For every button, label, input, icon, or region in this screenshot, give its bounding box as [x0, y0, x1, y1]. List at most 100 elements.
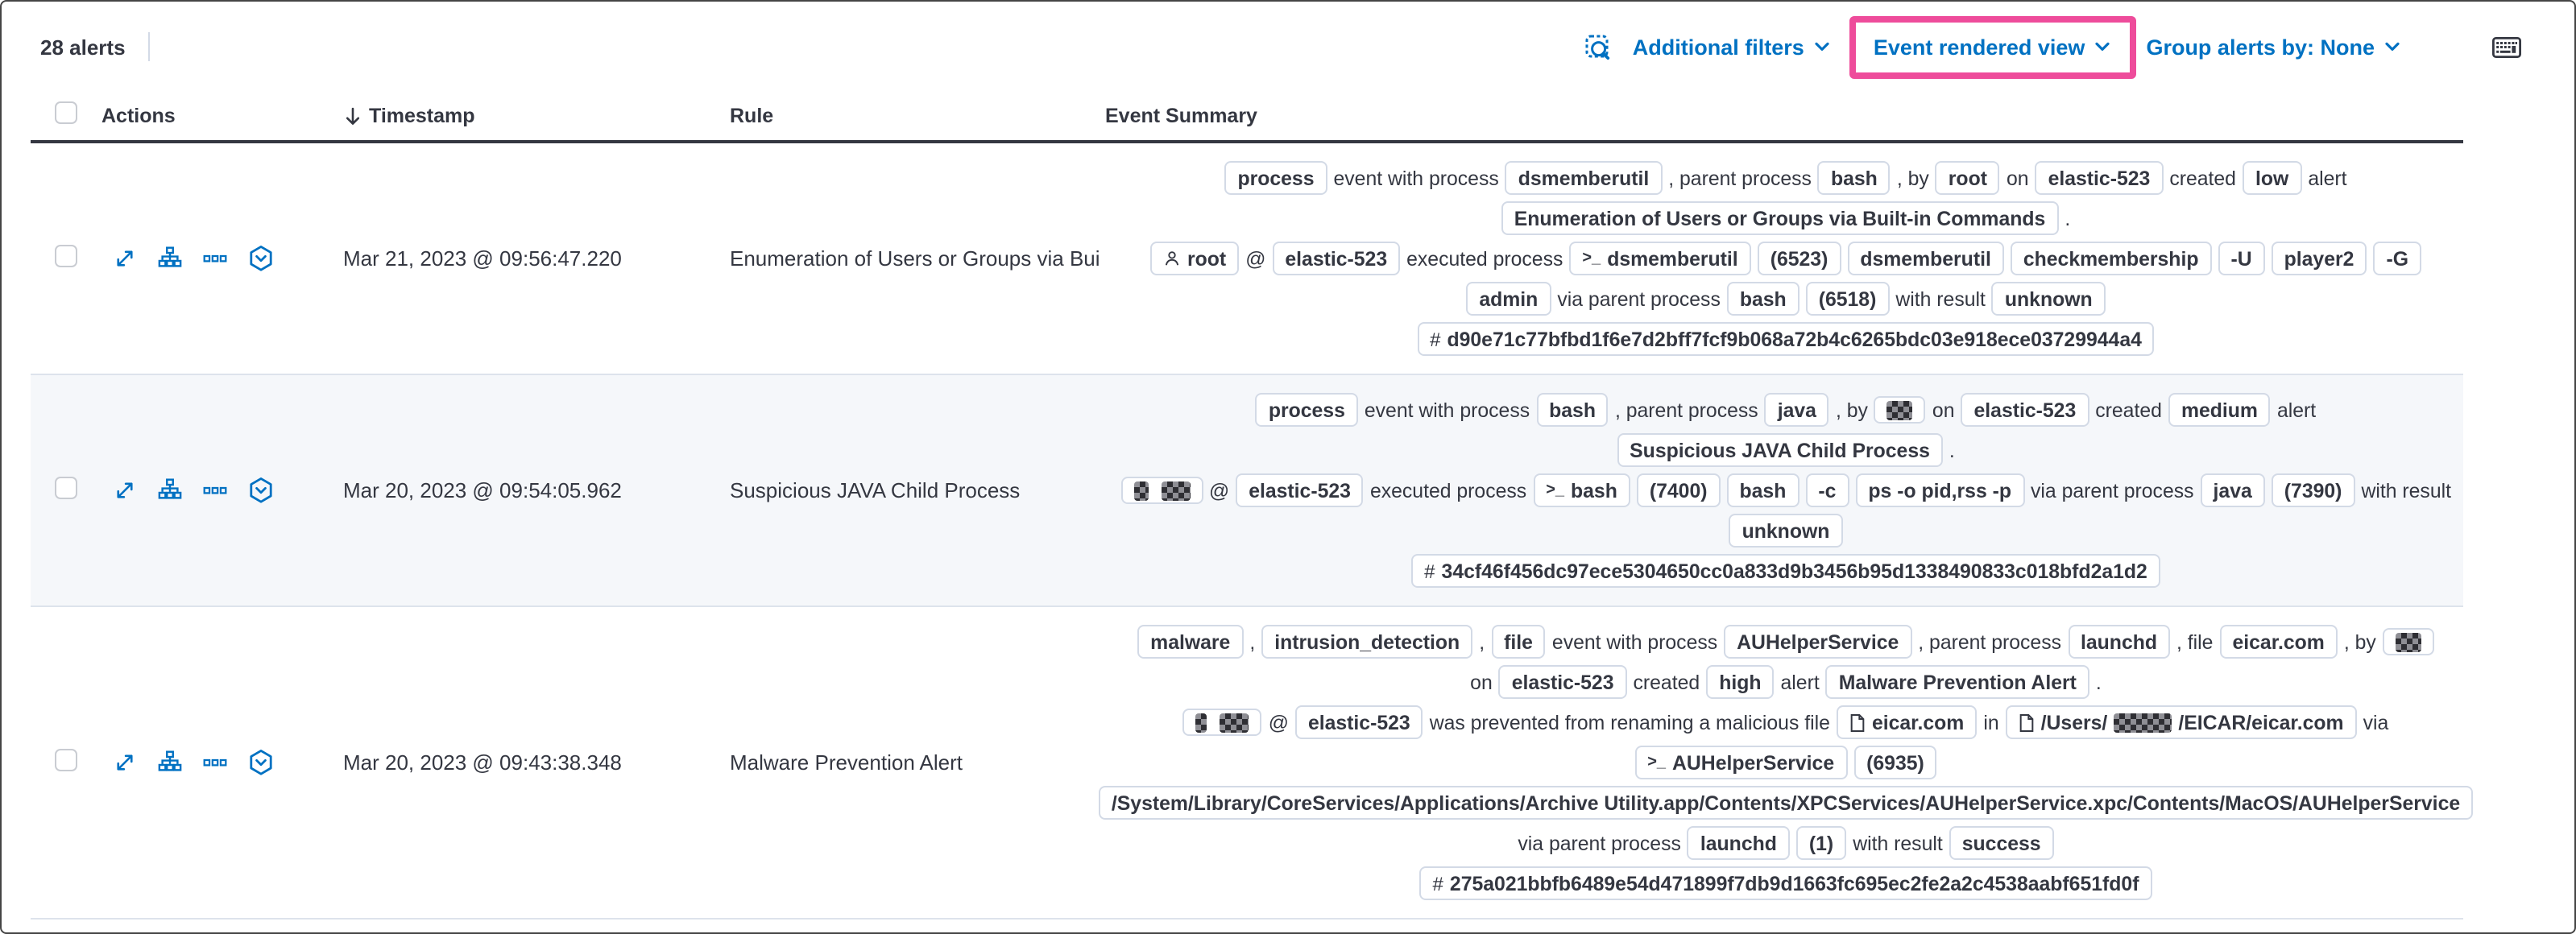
- group-alerts-by-button[interactable]: Group alerts by: None: [2146, 35, 2402, 59]
- summary-badge[interactable]: checkmembership: [2010, 242, 2212, 275]
- summary-badge[interactable]: elastic-523: [1961, 393, 2089, 427]
- summary-badge[interactable]: /System/Library/CoreServices/Application…: [1098, 786, 2474, 820]
- summary-badge[interactable]: unknown: [1729, 514, 1843, 548]
- summary-badge[interactable]: elastic-523: [1272, 242, 1401, 275]
- select-all-checkbox[interactable]: [55, 101, 77, 124]
- document-icon: [1849, 713, 1866, 732]
- summary-badge[interactable]: [1182, 709, 1262, 736]
- session-view-button[interactable]: [248, 477, 274, 504]
- row-select-checkbox[interactable]: [55, 244, 77, 267]
- summary-badge[interactable]: #34cf46f456dc97ece5304650cc0a833d9b3456b…: [1411, 554, 2160, 588]
- summary-badge[interactable]: (6518): [1805, 282, 1890, 316]
- more-actions-button[interactable]: [203, 478, 227, 502]
- summary-badge[interactable]: [2382, 628, 2434, 655]
- badge-text: 34cf46f456dc97ece5304650cc0a833d9b3456b9…: [1441, 560, 2147, 582]
- summary-badge[interactable]: launchd: [2068, 625, 2170, 659]
- timestamp-column-header[interactable]: Timestamp: [343, 105, 730, 127]
- session-view-button[interactable]: [248, 245, 274, 272]
- summary-badge[interactable]: (1): [1795, 826, 1847, 860]
- summary-badge[interactable]: medium: [2168, 393, 2271, 427]
- expand-alert-button[interactable]: [113, 750, 137, 775]
- keyboard-shortcuts-button[interactable]: [2492, 36, 2521, 57]
- expand-alert-button[interactable]: [113, 246, 137, 271]
- badge-text: admin: [1479, 287, 1539, 310]
- rule-cell[interactable]: Enumeration of Users or Groups via Bui: [730, 246, 1100, 271]
- summary-badge[interactable]: bash: [1726, 282, 1799, 316]
- summary-badge[interactable]: high: [1706, 665, 1775, 699]
- summary-badge[interactable]: (7400): [1636, 473, 1721, 507]
- summary-text: ,: [1479, 630, 1485, 653]
- summary-badge[interactable]: root: [1935, 161, 2000, 195]
- additional-filters-button[interactable]: Additional filters: [1633, 35, 1832, 59]
- summary-badge[interactable]: elastic-523: [1236, 473, 1364, 507]
- summary-badge[interactable]: malware: [1137, 625, 1244, 659]
- summary-badge[interactable]: [1874, 396, 1926, 424]
- summary-badge[interactable]: #275a021bbfb6489e54d471899f7db9d1663fc69…: [1419, 866, 2152, 900]
- summary-badge[interactable]: eicar.com: [1836, 705, 1978, 739]
- summary-text: .: [1949, 439, 1955, 461]
- inspect-button[interactable]: [1584, 33, 1612, 60]
- summary-badge[interactable]: unknown: [1991, 282, 2106, 316]
- analyze-event-button[interactable]: [158, 246, 182, 271]
- rule-cell[interactable]: Malware Prevention Alert: [730, 750, 963, 775]
- summary-badge[interactable]: Suspicious JAVA Child Process: [1617, 433, 1943, 467]
- summary-badge[interactable]: -c: [1805, 473, 1849, 507]
- summary-badge[interactable]: >_bash: [1533, 473, 1630, 507]
- summary-badge[interactable]: -G: [2373, 242, 2421, 275]
- rule-cell[interactable]: Suspicious JAVA Child Process: [730, 478, 1021, 502]
- badge-text: bash: [1571, 479, 1617, 502]
- summary-badge[interactable]: (6523): [1757, 242, 1841, 275]
- summary-badge[interactable]: Malware Prevention Alert: [1825, 665, 2089, 699]
- summary-badge[interactable]: bash: [1726, 473, 1799, 507]
- row-select-checkbox[interactable]: [55, 476, 77, 498]
- expand-alert-button[interactable]: [113, 478, 137, 502]
- summary-badge[interactable]: Enumeration of Users or Groups via Built…: [1501, 201, 2059, 235]
- more-actions-icon: [203, 246, 227, 271]
- summary-badge[interactable]: process: [1224, 161, 1327, 195]
- summary-badge[interactable]: launchd: [1687, 826, 1790, 860]
- summary-badge[interactable]: bash: [1817, 161, 1891, 195]
- expand-icon: [113, 478, 137, 502]
- analyze-event-button[interactable]: [158, 478, 182, 502]
- summary-badge[interactable]: player2: [2271, 242, 2367, 275]
- summary-badge[interactable]: process: [1255, 393, 1358, 427]
- summary-badge[interactable]: #d90e71c77bfbd1f6e7d2bff7fcf9b068a72b4c6…: [1417, 322, 2155, 356]
- summary-text: created: [2169, 167, 2236, 189]
- summary-badge[interactable]: intrusion_detection: [1261, 625, 1473, 659]
- summary-badge[interactable]: success: [1949, 826, 2054, 860]
- summary-badge[interactable]: eicar.com: [2219, 625, 2338, 659]
- summary-badge[interactable]: ps -o pid,rss -p: [1855, 473, 2025, 507]
- more-actions-button[interactable]: [203, 246, 227, 271]
- summary-badge[interactable]: java: [2200, 473, 2265, 507]
- summary-badge[interactable]: dsmemberutil: [1847, 242, 2004, 275]
- summary-badge[interactable]: bash: [1536, 393, 1609, 427]
- summary-badge[interactable]: dsmemberutil: [1505, 161, 1663, 195]
- summary-badge[interactable]: elastic-523: [2035, 161, 2164, 195]
- summary-badge[interactable]: admin: [1466, 282, 1551, 316]
- badge-text: unknown: [1741, 519, 1830, 542]
- event-rendered-view-button[interactable]: Event rendered view: [1874, 35, 2113, 59]
- summary-badge[interactable]: elastic-523: [1294, 705, 1423, 739]
- summary-badge[interactable]: -U: [2218, 242, 2265, 275]
- summary-badge[interactable]: file: [1491, 625, 1546, 659]
- summary-badge[interactable]: root: [1150, 242, 1240, 275]
- summary-badge[interactable]: AUHelperService: [1724, 625, 1912, 659]
- summary-badge[interactable]: elastic-523: [1498, 665, 1627, 699]
- analyze-event-button[interactable]: [158, 750, 182, 775]
- summary-badge[interactable]: (7390): [2271, 473, 2355, 507]
- row-select-checkbox[interactable]: [55, 748, 77, 771]
- summary-line: unknown: [1729, 514, 1843, 548]
- sort-descending-icon: [343, 105, 362, 126]
- summary-badge[interactable]: (6935): [1853, 746, 1937, 779]
- summary-badge[interactable]: java: [1764, 393, 1829, 427]
- summary-badge[interactable]: low: [2243, 161, 2302, 195]
- summary-badge[interactable]: >_AUHelperService: [1634, 746, 1848, 779]
- summary-badge[interactable]: >_dsmemberutil: [1569, 242, 1751, 275]
- summary-badge[interactable]: [1120, 477, 1203, 504]
- summary-text: executed process: [1406, 247, 1563, 270]
- summary-badge[interactable]: /Users//EICAR/eicar.com: [2005, 705, 2357, 739]
- session-view-button[interactable]: [248, 749, 274, 776]
- more-actions-button[interactable]: [203, 750, 227, 775]
